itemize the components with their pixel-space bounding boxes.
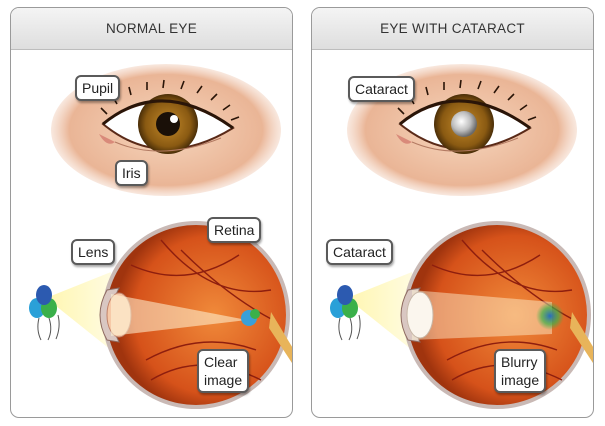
light-beam-icon	[347, 272, 412, 350]
cataract-eye-illustration	[330, 64, 593, 409]
normal-eye-panel: NORMAL EYE	[10, 7, 293, 418]
balloons-icon	[29, 285, 60, 341]
panel-title: NORMAL EYE	[11, 8, 292, 50]
retina-callout: Retina	[207, 217, 262, 243]
blurry-image-shape	[536, 302, 564, 330]
iris-callout: Iris	[115, 160, 148, 186]
lens-callout: Lens	[71, 239, 116, 265]
balloons-icon	[330, 285, 361, 341]
cloudy-lens-shape	[406, 291, 434, 339]
pupil-callout: Pupil	[75, 75, 121, 101]
clear-image-callout: Clear image	[197, 349, 250, 393]
cataract-lens-callout: Cataract	[326, 239, 393, 265]
cataract-top-callout: Cataract	[348, 76, 415, 102]
light-beam-icon	[46, 272, 111, 350]
cataract-pupil-shape	[451, 111, 477, 137]
panel-title: EYE WITH CATARACT	[312, 8, 593, 50]
cataract-eye-panel: EYE WITH CATARACT	[311, 7, 594, 418]
blurry-image-callout: Blurry image	[494, 349, 547, 393]
pupil-shape	[156, 112, 180, 136]
